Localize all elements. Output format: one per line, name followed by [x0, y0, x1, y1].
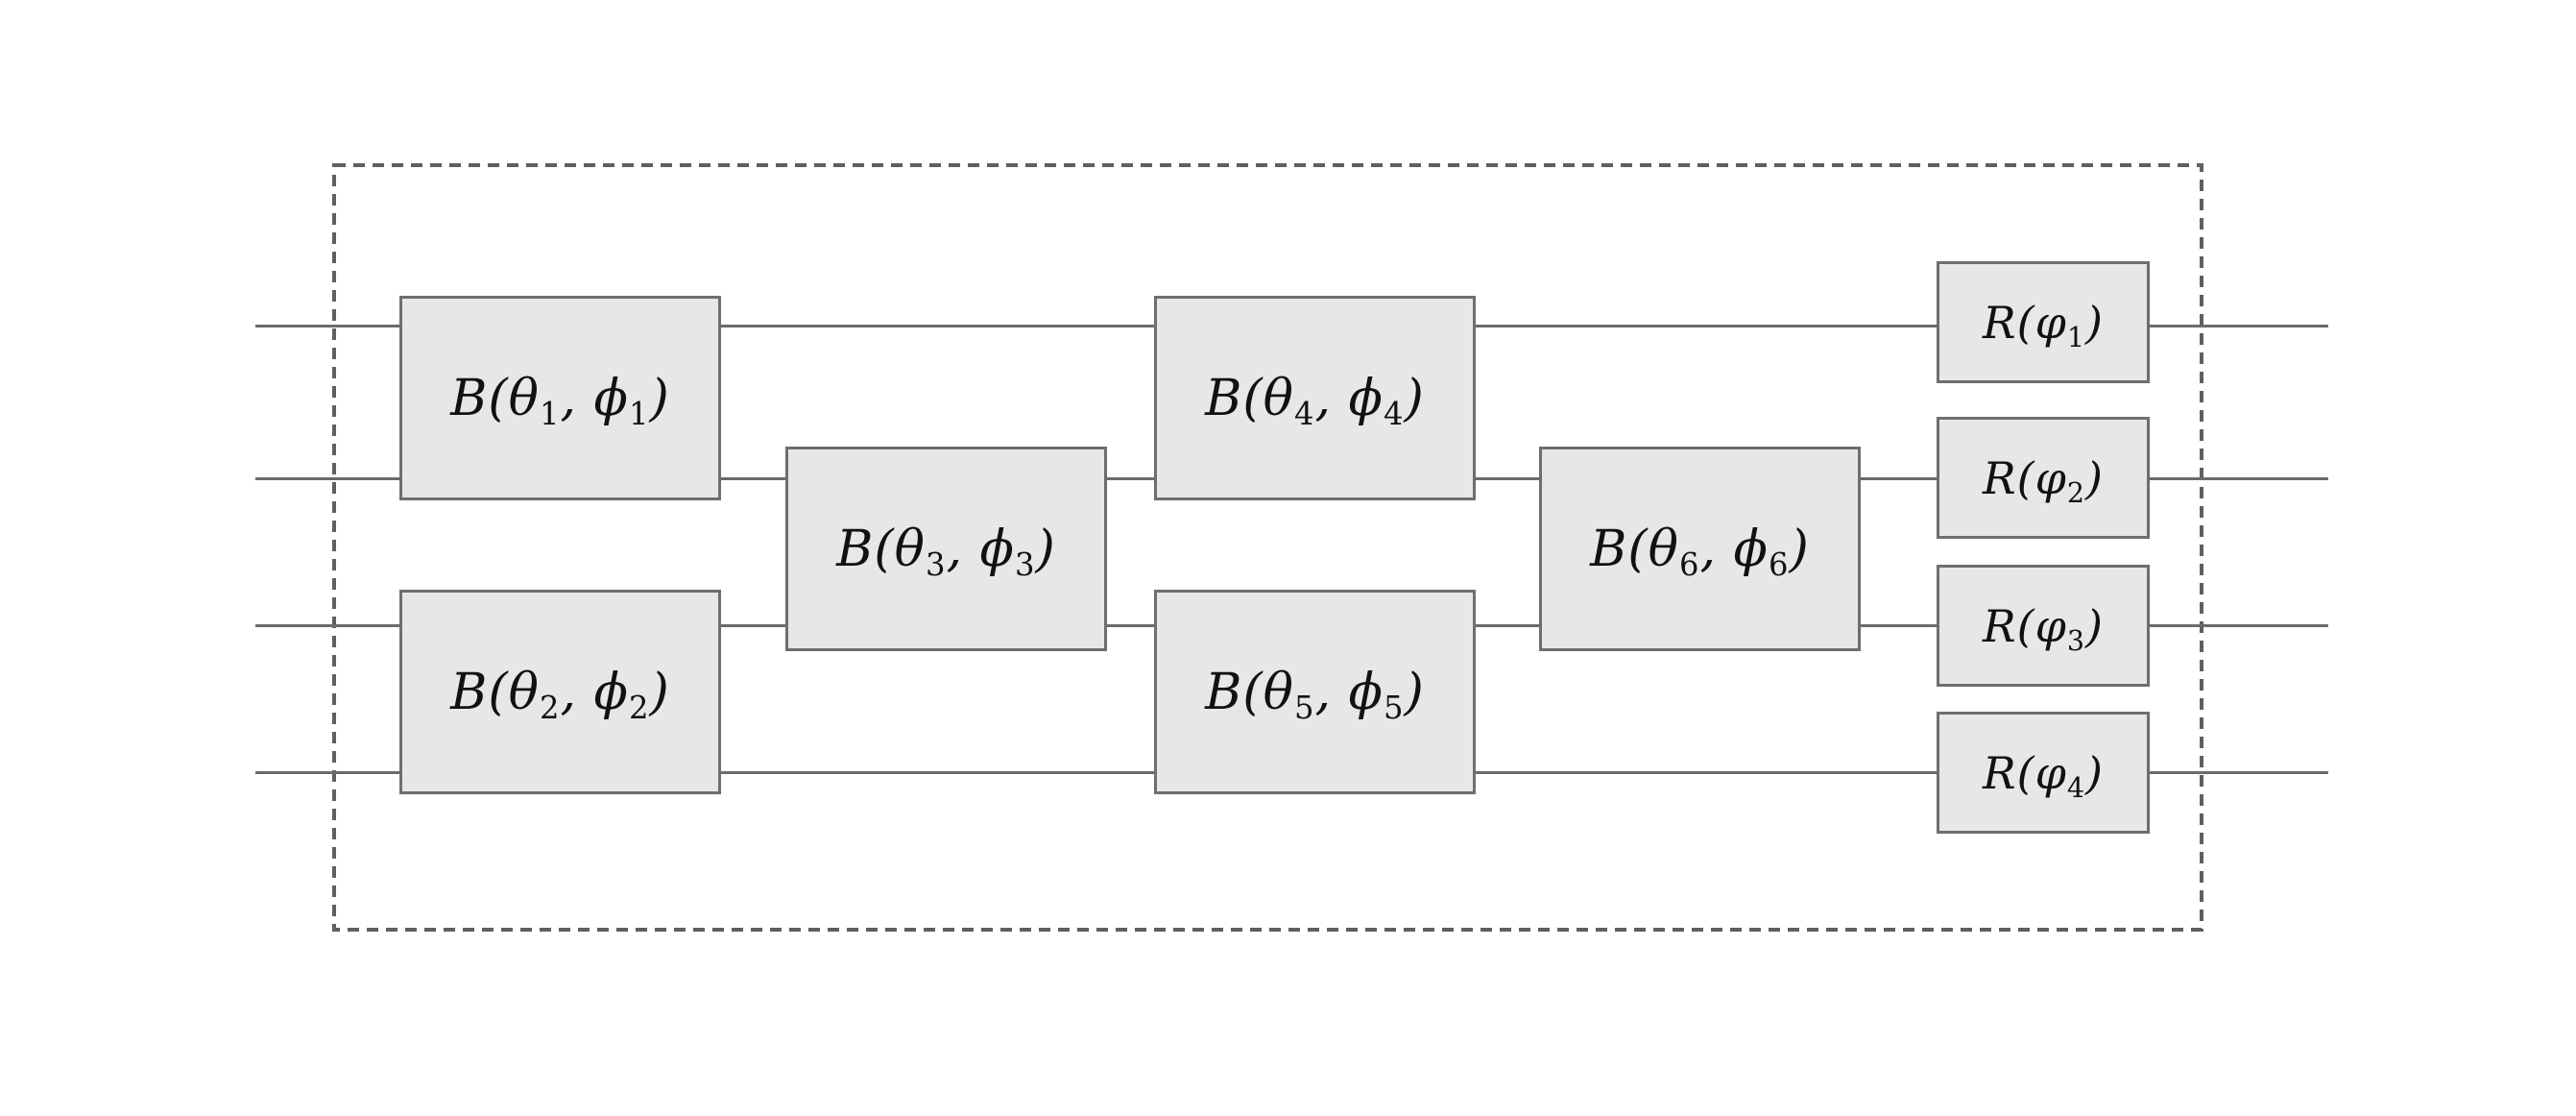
- gate-label: B(θ6, ϕ6): [1590, 520, 1810, 583]
- gate-beamsplitter-2: B(θ2, ϕ2): [399, 590, 721, 794]
- gate-label: B(θ1, ϕ1): [450, 369, 670, 432]
- gate-beamsplitter-6: B(θ6, ϕ6): [1539, 447, 1861, 651]
- gate-label: B(θ2, ϕ2): [450, 663, 670, 726]
- gate-label: R(φ1): [1983, 296, 2104, 353]
- gate-beamsplitter-5: B(θ5, ϕ5): [1154, 590, 1476, 794]
- gate-rotation-4: R(φ4): [1937, 712, 2150, 834]
- gate-beamsplitter-1: B(θ1, ϕ1): [399, 296, 721, 500]
- gate-label: B(θ5, ϕ5): [1205, 663, 1425, 726]
- gate-label: B(θ3, ϕ3): [836, 520, 1056, 583]
- gate-rotation-2: R(φ2): [1937, 417, 2150, 539]
- gate-label: R(φ4): [1983, 746, 2104, 804]
- gate-label: R(φ2): [1983, 451, 2104, 509]
- gate-label: R(φ3): [1983, 599, 2104, 657]
- gate-beamsplitter-3: B(θ3, ϕ3): [785, 447, 1107, 651]
- gate-rotation-1: R(φ1): [1937, 261, 2150, 383]
- gate-rotation-3: R(φ3): [1937, 565, 2150, 687]
- gate-beamsplitter-4: B(θ4, ϕ4): [1154, 296, 1476, 500]
- gate-label: B(θ4, ϕ4): [1205, 369, 1425, 432]
